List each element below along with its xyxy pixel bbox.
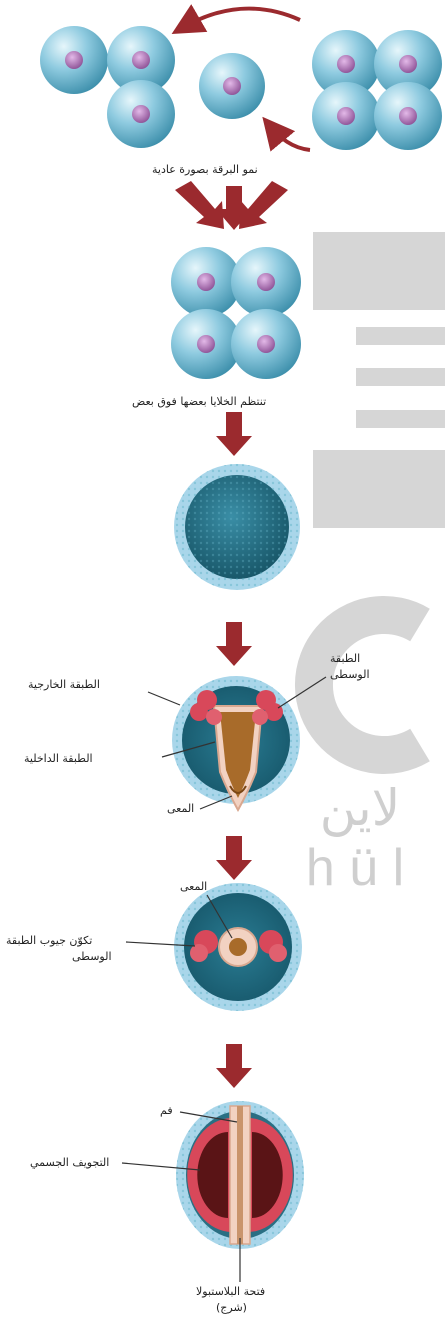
stage-blastula [174, 464, 300, 590]
nucleus-icon [257, 335, 275, 353]
converging-arrows [175, 181, 288, 230]
label-blastopore-line2: (شرج) [216, 1301, 247, 1315]
nucleus-icon [337, 55, 355, 73]
stage-cleavage [40, 9, 442, 150]
three-cell-cluster [40, 26, 175, 148]
curved-arrow-icon [182, 9, 300, 28]
arrow-icon [239, 181, 288, 229]
curved-arrow-icon [270, 126, 310, 150]
nucleus-icon [337, 107, 355, 125]
label-mesoderm-line2: الوسطى [330, 668, 370, 682]
label-gut: المعى [167, 802, 194, 816]
watermark-letter [314, 615, 420, 755]
label-endoderm: الطبقة الداخلية [24, 752, 93, 766]
label-mouth: فم [160, 1104, 173, 1118]
down-arrow-icon [216, 836, 252, 880]
down-arrow-icon [216, 412, 252, 456]
four-cell-cluster [312, 30, 442, 150]
nucleus-icon [223, 77, 241, 95]
nucleus-icon [65, 51, 83, 69]
watermark-bar [356, 410, 445, 428]
stage-coelom [176, 1101, 304, 1249]
label-mesoderm-pouches-line1: تكوّن جيوب الطبقة [6, 934, 92, 948]
watermark-bar [356, 327, 445, 345]
watermark-bar [356, 368, 445, 386]
nucleus-icon [132, 105, 150, 123]
nucleus-icon [197, 335, 215, 353]
stage-eight-cell [171, 247, 301, 379]
watermark-block [313, 232, 445, 310]
single-cell [199, 53, 265, 119]
label-coelom: التجويف الجسمي [30, 1156, 109, 1170]
arrow-icon [175, 181, 224, 229]
nucleus-icon [132, 51, 150, 69]
label-mesoderm-line1: الطبقة [330, 652, 360, 666]
nucleus-icon [257, 273, 275, 291]
nucleus-icon [197, 273, 215, 291]
label-cell-stacking: تنتظم الخلايا بعضها فوق بعض [132, 395, 266, 409]
down-arrow-icon [216, 622, 252, 666]
label-gut: المعى [180, 880, 207, 894]
label-mesoderm-pouches-line2: الوسطى [72, 950, 112, 964]
label-ectoderm: الطبقة الخارجية [28, 678, 100, 692]
watermark-arabic: لاين [320, 779, 401, 837]
watermark-block [313, 450, 445, 528]
stage-mesoderm-pouches [174, 883, 302, 1011]
nucleus-icon [399, 107, 417, 125]
watermark-latin: h ü l [306, 839, 404, 897]
watermark: لاين h ü l [306, 232, 445, 897]
stage-gastrula [172, 676, 300, 810]
label-blastopore-line1: فتحة البلاستبولا [196, 1285, 265, 1299]
down-arrow-icon [216, 1044, 252, 1088]
nucleus-icon [399, 55, 417, 73]
label-normal-growth: نمو البرقة بصورة عادية [152, 163, 258, 177]
